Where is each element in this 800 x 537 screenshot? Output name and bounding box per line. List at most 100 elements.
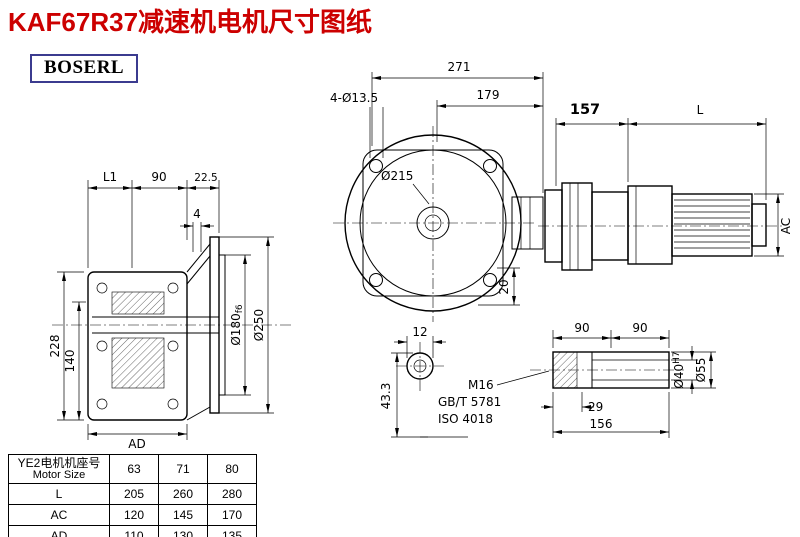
dim-ad: AD [87, 424, 188, 451]
flange-cone [186, 243, 211, 273]
mounting-hole [483, 273, 497, 287]
dia-40-label: Ø40H7 [672, 351, 686, 388]
flange-cone [186, 255, 211, 285]
holes-label: 4-Ø13.5 [330, 91, 378, 105]
motor-size-label-en: Motor Size [32, 468, 86, 481]
standard-iso-label: ISO 4018 [438, 412, 493, 426]
flange-cone [186, 406, 211, 421]
value-L-80: 280 [207, 483, 257, 506]
shaft-view: 90 90 M16 GB/T 5781 ISO 4018 29 156 [438, 321, 716, 438]
frame-size-63: 63 [109, 453, 159, 485]
motor-fins [674, 199, 750, 249]
dim-L-label: L [697, 103, 704, 117]
table-row-AC: AC 120 145 170 [8, 504, 257, 527]
flange-dia-callout: Ø215 [381, 169, 430, 205]
dia-180-value: Ø180 [229, 313, 243, 345]
brand-logo-box: BOSERL [30, 54, 139, 83]
dim-AC-label: AC [779, 218, 793, 234]
dim-29: 29 [541, 392, 603, 438]
value-AD-63: 110 [109, 525, 159, 537]
frame-size-80: 80 [207, 453, 257, 485]
dim-90-label: 90 [151, 170, 166, 184]
mounting-hole [369, 159, 383, 173]
dim-157-label: 157 [570, 102, 600, 118]
value-L-63: 205 [109, 483, 159, 506]
motor-size-label-cn: YE2电机机座号 [17, 456, 101, 470]
bolt-hole [167, 340, 179, 352]
dim-90-90: 90 90 [552, 321, 670, 348]
value-AC-63: 120 [109, 504, 159, 527]
dia-40-value: Ø40 [672, 364, 686, 389]
adapter-flange [561, 182, 593, 271]
table-corner-cell: YE2电机机座号 Motor Size [8, 453, 110, 485]
shaft-hatch [552, 351, 578, 389]
dim-156: 156 [553, 392, 670, 438]
dim-20: 20 [478, 267, 520, 306]
table-row-AD: AD 110 130 135 [8, 525, 257, 537]
dim-ad-label: AD [128, 437, 145, 451]
dim-29-label: 29 [588, 400, 603, 414]
bolt-hole [96, 398, 108, 410]
dim-shaft-55: Ø55 [671, 351, 716, 389]
standard-gb-label: GB/T 5781 [438, 395, 501, 409]
frame-size-71: 71 [158, 453, 208, 485]
dim-179: 179 [436, 88, 543, 142]
dia-215-label: Ø215 [381, 169, 413, 183]
dim-20-label: 20 [497, 279, 511, 294]
mounting-hole [483, 159, 497, 173]
holes-callout: 4-Ø13.5 [330, 91, 384, 158]
dim-271: 271 [371, 60, 544, 193]
motor-view: 157 L AC [538, 102, 793, 271]
section-hatch [111, 291, 165, 315]
value-AD-80: 135 [207, 525, 257, 537]
dim-156-label: 156 [590, 417, 613, 431]
shaft-hub-circle [416, 206, 450, 240]
dia-180-tolerance: f6 [235, 304, 245, 313]
dim-L: L [628, 103, 767, 200]
mounting-hole [369, 273, 383, 287]
dim-43_3: 43.3 [379, 352, 468, 438]
gearbox-body [87, 271, 188, 421]
shaft-bore-circle [424, 214, 442, 232]
motor-flange [627, 185, 673, 265]
dim-43_3-label: 43.3 [379, 383, 393, 410]
dim-12: 12 [394, 325, 446, 358]
table-header-row: YE2电机机座号 Motor Size 63 71 80 [8, 453, 257, 485]
thread-callout: M16 GB/T 5781 ISO 4018 [438, 370, 550, 426]
motor-size-table: YE2电机机座号 Motor Size 63 71 80 L 205 260 2… [8, 453, 257, 537]
dim-l1-label: L1 [103, 170, 117, 184]
dim-bore-40: Ø40H7 [671, 346, 698, 394]
dim-flange-250: Ø250 [219, 236, 274, 414]
thread-label: M16 [468, 378, 494, 392]
dia-250-label: Ø250 [252, 309, 266, 341]
bolt-hole [96, 282, 108, 294]
table-row-L: L 205 260 280 [8, 483, 257, 506]
dim-chain-l1-90-22_5: L1 90 22.5 [87, 170, 220, 268]
value-L-71: 260 [158, 483, 208, 506]
dim-4: 4 [180, 207, 214, 252]
shaft-section-bore [413, 359, 427, 373]
dim-pilot-180: Ø180f6 [225, 254, 251, 396]
input-coupling [511, 196, 544, 250]
dim-228-label: 228 [48, 335, 62, 358]
dia-180-label: Ø180f6 [229, 304, 245, 346]
dim-90b-label: 90 [632, 321, 647, 335]
row-label-AC: AC [8, 504, 110, 527]
row-label-L: L [8, 483, 110, 506]
page-title: KAF67R37减速机电机尺寸图纸 [8, 7, 373, 37]
dim-140-label: 140 [63, 350, 77, 373]
dim-228: 228 [48, 271, 84, 421]
dia-40-tolerance: H7 [672, 351, 682, 364]
section-hatch [111, 337, 165, 389]
motor-body [671, 193, 753, 257]
dim-90a-label: 90 [574, 321, 589, 335]
value-AC-71: 145 [158, 504, 208, 527]
row-label-AD: AD [8, 525, 110, 537]
brand-logo-text: BOSERL [44, 57, 125, 78]
shaft-section-circle [406, 352, 434, 380]
dim-AC: AC [754, 193, 793, 257]
flange-inner-circle [359, 149, 507, 297]
dim-271-label: 271 [448, 60, 471, 74]
